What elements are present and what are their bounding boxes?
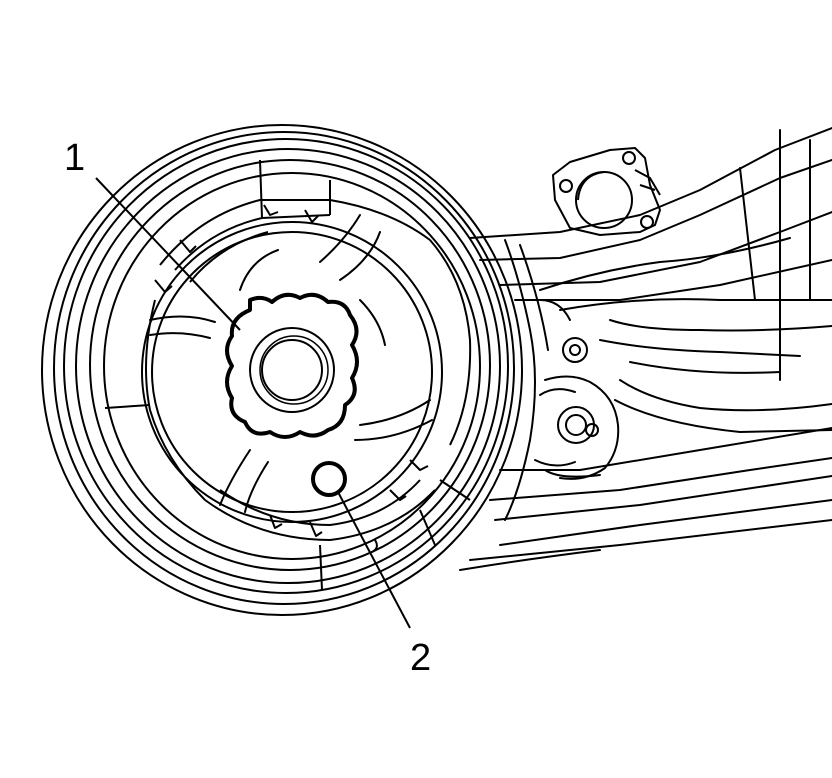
- callout-label-2: 2: [410, 637, 431, 679]
- suspension-arm: [459, 127, 832, 571]
- access-hole: [311, 461, 378, 553]
- leader-line-2: [337, 491, 411, 629]
- bracket-holes: [557, 337, 599, 444]
- callout-label-1: 1: [64, 137, 85, 179]
- drum-inner-face: [104, 159, 472, 591]
- brake-caliper: [552, 147, 661, 236]
- callout-1: 1: [64, 137, 241, 331]
- callout-2: 2: [337, 491, 431, 679]
- hub-spokes: [141, 214, 443, 523]
- hub-nut: [225, 292, 359, 439]
- leader-line-1: [95, 177, 241, 331]
- brake-drum: [41, 124, 523, 616]
